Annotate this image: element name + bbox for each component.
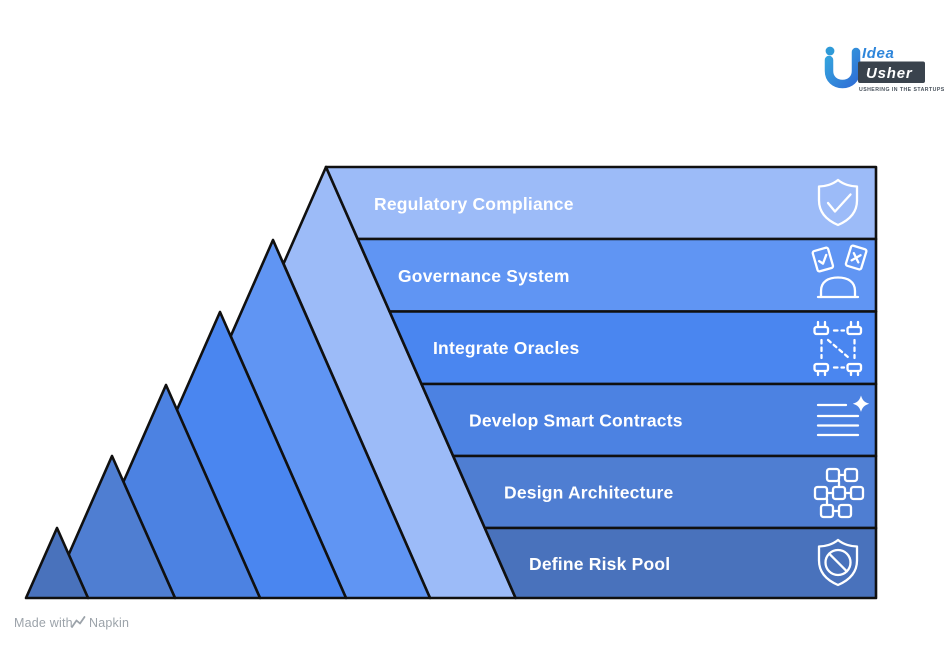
logo-brand-bottom: Usher <box>866 65 913 82</box>
layer-labels: Regulatory Compliance Governance System … <box>374 194 683 574</box>
shield-slash-icon <box>817 538 859 587</box>
plug-top-right <box>846 320 863 336</box>
idea-usher-logo: Idea Usher USHERING IN THE STARTUPS <box>824 45 945 93</box>
contract-lines-sparkle-icon <box>816 395 870 437</box>
shield-check-icon <box>817 178 859 227</box>
logo-dot <box>825 46 835 56</box>
label-contracts: Develop Smart Contracts <box>469 411 683 431</box>
plug-top-left <box>813 320 830 336</box>
footer: Made with Napkin <box>14 616 129 630</box>
napkin-logo-icon <box>71 616 86 628</box>
layer-bars <box>324 165 878 600</box>
label-oracles: Integrate Oracles <box>433 338 579 358</box>
plug-integration-icon <box>813 320 863 377</box>
label-riskpool: Define Risk Pool <box>529 554 670 574</box>
plug-bottom-right <box>846 362 863 377</box>
flowchart-boxes-icon <box>813 467 865 519</box>
logo-u-mark <box>824 47 861 89</box>
label-regulatory: Regulatory Compliance <box>374 194 574 214</box>
band-riskpool <box>24 526 90 600</box>
ballot-vote-icon <box>811 244 868 299</box>
bar-riskpool <box>483 526 878 600</box>
mountain-bands <box>24 165 517 600</box>
logo-brand-box <box>858 61 925 83</box>
footer-made-with: Made with <box>14 616 73 630</box>
logo-tagline: USHERING IN THE STARTUPS <box>859 87 945 93</box>
plug-bottom-left <box>813 362 830 377</box>
logo-brand-top: Idea <box>862 45 894 62</box>
label-architecture: Design Architecture <box>504 483 674 503</box>
footer-brand: Napkin <box>89 616 129 630</box>
label-governance: Governance System <box>398 266 570 286</box>
